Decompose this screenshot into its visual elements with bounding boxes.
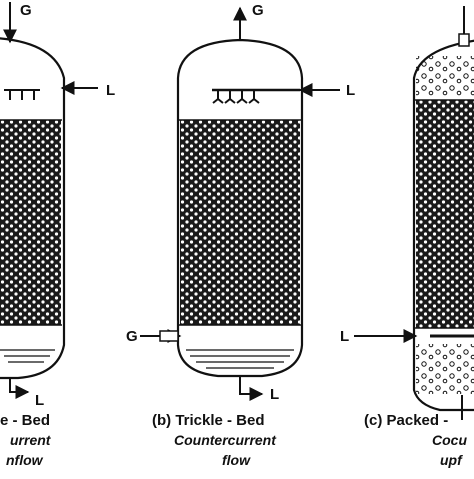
reactor-b — [140, 6, 340, 401]
caption-a-line1: urrent — [10, 432, 51, 448]
stream-label-b-liquid-out: L — [270, 386, 280, 403]
vessel-b — [176, 38, 304, 378]
caption-b-title: (b) Trickle - Bed — [152, 412, 265, 429]
liquid-outlet-arrow-a — [9, 378, 30, 399]
stream-label-b-liquid-in: L — [346, 82, 356, 99]
reactor-c — [354, 6, 474, 420]
stream-label-b-gas-in: G — [126, 328, 138, 345]
liquid-pool-a — [0, 349, 55, 363]
bubbles-top-c — [416, 56, 474, 96]
packing-b — [180, 120, 300, 325]
caption-c-title: (c) Packed - — [364, 412, 449, 429]
caption-a-title: e - Bed — [0, 412, 51, 429]
stream-label-a-liquid-in: L — [106, 82, 116, 99]
bubbles-bottom-c — [416, 344, 474, 394]
caption-c-line2: upf — [440, 452, 462, 468]
caption-c-line1: Cocu — [432, 432, 467, 448]
caption-a-line2: nflow — [6, 452, 43, 468]
stream-label-c-liquid-in: L — [340, 328, 350, 345]
reactor-a — [0, 2, 98, 399]
caption-b-line1: Countercurrent — [174, 432, 276, 448]
stream-label-b-gas-top: G — [252, 2, 264, 19]
stream-label-a-liquid-out: L — [35, 392, 45, 409]
packing-c — [416, 100, 474, 328]
stream-label-a-gas-top: G — [20, 2, 32, 19]
packing-a — [0, 120, 61, 325]
liquid-outlet-arrow-b — [239, 376, 264, 401]
caption-b-line2: flow — [222, 452, 250, 468]
liquid-pool-b — [186, 349, 294, 369]
